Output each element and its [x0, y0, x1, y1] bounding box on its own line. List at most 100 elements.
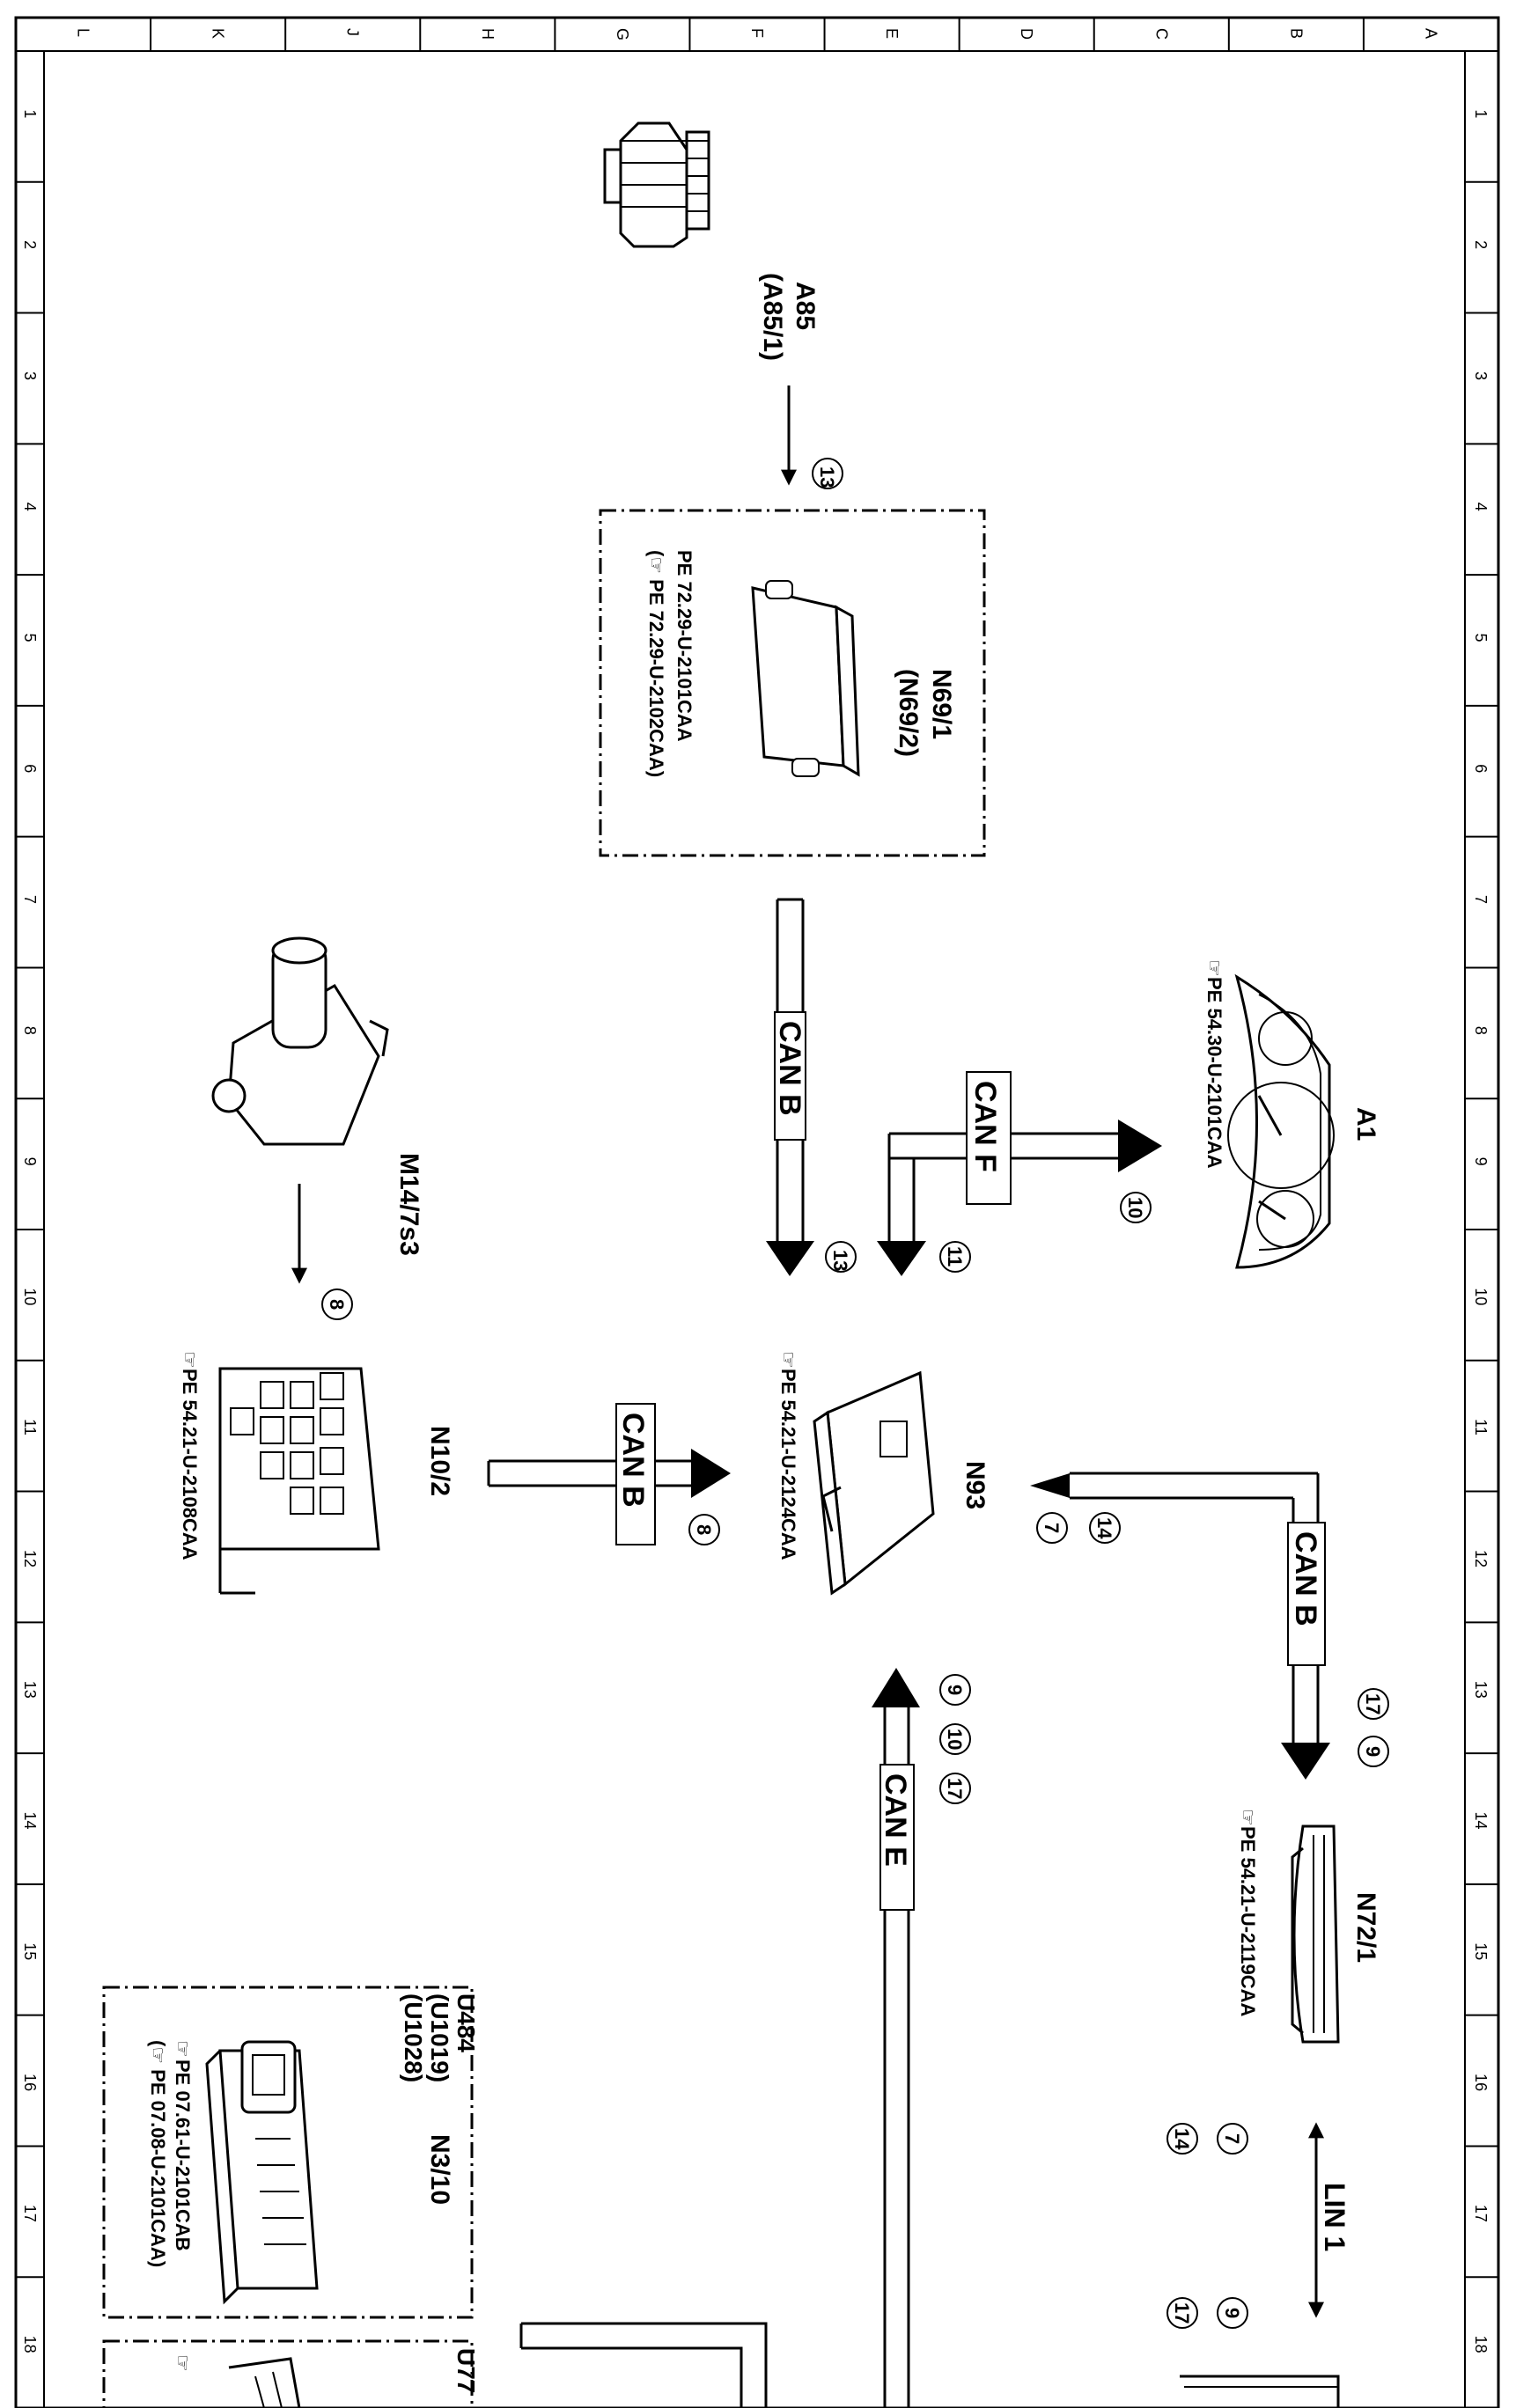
- n3-component: U484 (U1019) (U1028) N3/10 PE 07.61-U-21…: [102, 1986, 480, 2319]
- row-label: 15: [1472, 1942, 1490, 1960]
- m14-label: M14/7s3: [394, 1153, 423, 1256]
- column-label: E: [883, 28, 901, 39]
- n93-module-icon: [813, 1370, 935, 1596]
- svg-text:17: 17: [944, 1778, 966, 1799]
- n69-ref-1: PE 72.29-U-2101CAA: [673, 550, 695, 742]
- marker-17b: 17: [939, 1773, 971, 1804]
- n69-dashed-box: [599, 509, 986, 857]
- row-label: 14: [21, 1812, 39, 1830]
- svg-text:9: 9: [1221, 2308, 1243, 2318]
- row-label: 3: [1472, 371, 1490, 380]
- marker-9c: 9: [1217, 2297, 1248, 2329]
- column-label: A: [1422, 28, 1439, 39]
- row-label: 18: [21, 2336, 39, 2353]
- column-label: F: [748, 28, 766, 38]
- n69-component: N69/1 (N69/2) PE 72.29-U-2101CAA (☞ PE 7…: [599, 509, 986, 857]
- row-label: 17: [21, 2205, 39, 2222]
- n72-ref-icon: ☞: [1237, 1809, 1259, 1826]
- u77-label: U77: [453, 2348, 480, 2393]
- row-label: 8: [21, 1026, 39, 1035]
- row-label: 5: [21, 634, 39, 642]
- n93-component: N93 PE 54.21-U-2124CAA ☞: [777, 1351, 990, 1596]
- svg-text:17: 17: [1171, 2302, 1193, 2324]
- a1-label: A1: [1351, 1107, 1380, 1141]
- row-label: 13: [1472, 1681, 1490, 1699]
- row-label: 6: [21, 764, 39, 773]
- can-b-bus-n10: CAN B: [487, 1403, 731, 1545]
- row-label: 11: [21, 1419, 39, 1435]
- svg-text:14: 14: [1093, 1517, 1115, 1539]
- lin-1-bus: LIN 1: [1308, 2122, 1350, 2318]
- svg-text:10: 10: [944, 1729, 966, 1750]
- n3-code-3: (U1028): [400, 1993, 427, 2082]
- m14-component: M14/7s3: [211, 936, 423, 1284]
- marker-11: 11: [939, 1241, 971, 1273]
- row-label: 12: [1472, 1550, 1490, 1567]
- row-label: 6: [1472, 764, 1490, 773]
- n10-label: N10/2: [425, 1426, 454, 1496]
- row-label: 18: [1472, 2336, 1490, 2353]
- marker-17a: 17: [1358, 1688, 1389, 1720]
- row-label: 7: [21, 895, 39, 904]
- svg-text:8: 8: [693, 1524, 715, 1535]
- n69-label-alt: (N69/2): [894, 669, 923, 757]
- n3-label: N3/10: [425, 2134, 454, 2205]
- row-label: 10: [1472, 1288, 1490, 1305]
- n10-ref-icon: ☞: [179, 1351, 201, 1369]
- fuse-block-icon: [218, 1367, 380, 1595]
- svg-text:13: 13: [816, 466, 838, 488]
- n3-dashed-box: [102, 1986, 474, 2319]
- lin-1-label: LIN 1: [1319, 2183, 1350, 2251]
- column-label: K: [210, 28, 227, 39]
- column-label: H: [479, 28, 497, 40]
- column-label: B: [1287, 28, 1305, 39]
- row-label: 3: [21, 371, 39, 380]
- marker-7a: 7: [1036, 1512, 1068, 1544]
- n3-ref-1: PE 07.61-U-2101CAB: [172, 2059, 194, 2251]
- n72-component: N72/1 PE 54.21-U-2119CAA ☞: [1237, 1809, 1380, 2044]
- svg-text:7: 7: [1041, 1523, 1063, 1533]
- a85-label: A85: [791, 282, 820, 330]
- column-label: J: [344, 28, 362, 36]
- marker-10: 10: [1120, 1192, 1152, 1223]
- marker-17c: 17: [1166, 2297, 1198, 2329]
- n10-component: N10/2 PE 54.21-U-2108CAA ☞: [179, 1351, 454, 1595]
- frame-outer: [14, 16, 1500, 2408]
- n3-ref-1-icon: ☞: [172, 2040, 194, 2058]
- row-label: 12: [21, 1550, 39, 1567]
- marker-7b: 7: [1217, 2123, 1248, 2155]
- n69-label: N69/1: [927, 669, 956, 739]
- marker-13a: 13: [812, 458, 843, 489]
- row-label: 13: [21, 1681, 39, 1699]
- row-label: 9: [21, 1157, 39, 1166]
- row-label: 7: [1472, 895, 1490, 904]
- partial-component-bottom-right: [1180, 2375, 1340, 2408]
- instrument-cluster-icon: [1227, 973, 1335, 1269]
- a1-ref-icon: ☞: [1203, 959, 1225, 977]
- svg-text:9: 9: [944, 1685, 966, 1695]
- row-label: 10: [21, 1288, 39, 1305]
- row-label: 14: [1472, 1812, 1490, 1830]
- row-label: 2: [21, 240, 39, 249]
- n93-label: N93: [960, 1461, 990, 1509]
- marker-14a: 14: [1089, 1512, 1121, 1544]
- row-label: 4: [21, 503, 39, 511]
- switch-icon: [211, 936, 389, 1146]
- column-label: C: [1152, 28, 1170, 40]
- u77-component: U77 ☞: [102, 2339, 480, 2408]
- can-e-bus: CAN E: [872, 1668, 920, 2408]
- svg-text:11: 11: [944, 1246, 966, 1266]
- svg-text:13: 13: [829, 1250, 851, 1271]
- ecu-icon: [205, 2040, 319, 2305]
- marker-9a: 9: [1358, 1736, 1389, 1767]
- svg-text:8: 8: [326, 1299, 348, 1310]
- n3-code-2: (U1019): [426, 1993, 453, 2082]
- svg-text:7: 7: [1221, 2133, 1243, 2144]
- can-f-label: CAN F: [968, 1081, 1002, 1172]
- can-b-label-3: CAN B: [1289, 1531, 1322, 1626]
- n69-module-icon: [751, 580, 860, 777]
- svg-text:10: 10: [1124, 1197, 1146, 1218]
- a1-component: A1 PE 54.30-U-2101CAA ☞: [1203, 959, 1380, 1269]
